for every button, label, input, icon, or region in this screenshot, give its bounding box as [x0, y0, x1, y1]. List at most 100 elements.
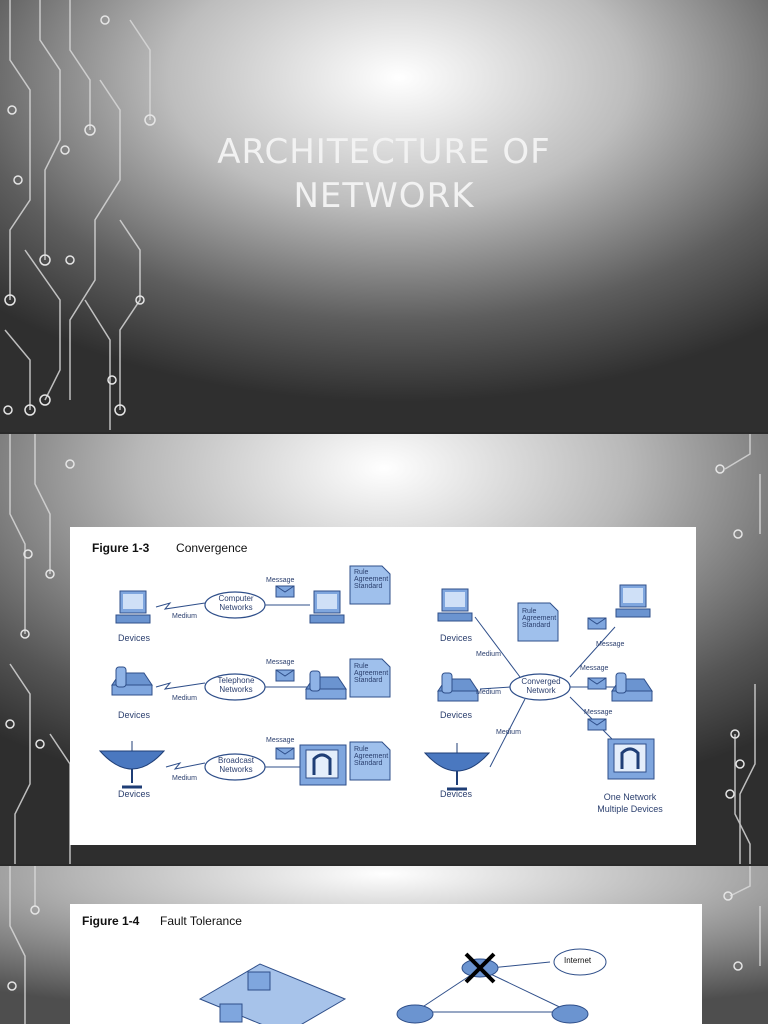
message-label: Message	[266, 577, 295, 584]
rule-document-label: Rule Agreement Standard	[354, 663, 388, 684]
network-label: Broadcast Networks	[211, 756, 261, 774]
computer-icon	[115, 590, 151, 624]
converged-network-label: Converged Network	[516, 677, 566, 695]
medium-label: Medium	[476, 651, 501, 658]
computer-icon	[437, 588, 473, 622]
circuit-decoration-left	[3, 0, 156, 430]
telephone-icon	[111, 666, 153, 696]
convergence-diagram	[98, 565, 656, 791]
router-icon	[551, 1004, 589, 1024]
network-label-line: Telephone	[217, 676, 255, 685]
message-envelope-icon	[275, 585, 295, 598]
figure-number: Figure 1-4	[82, 914, 140, 928]
slide-title: ARCHITECTURE OF NETWORK	[0, 130, 768, 218]
television-icon	[606, 737, 656, 781]
network-label: Computer Networks	[211, 594, 261, 612]
figure-title: Convergence	[176, 541, 248, 555]
rule-doc-line: Rule	[354, 569, 369, 576]
title-line-2: NETWORK	[293, 176, 475, 216]
rule-doc-line: Agreement	[354, 670, 389, 677]
network-label: Telephone Networks	[211, 676, 261, 694]
router-icon	[396, 1004, 434, 1024]
computer-icon	[247, 971, 271, 991]
network-label-line: Network	[526, 686, 556, 695]
caption-line: One Network	[603, 792, 657, 802]
medium-label: Medium	[172, 695, 197, 702]
message-envelope-icon	[587, 677, 607, 690]
circuit-decoration-left	[7, 866, 40, 1024]
fault-tolerance-diagram	[198, 948, 607, 1024]
circuit-decoration-right	[715, 434, 761, 864]
network-label-line: Broadcast	[217, 756, 255, 765]
one-network-caption: One Network Multiple Devices	[590, 791, 670, 815]
left-row-computer	[115, 565, 391, 624]
device-label: Devices	[440, 633, 473, 643]
lan-platform	[198, 963, 347, 1024]
title-slide: ARCHITECTURE OF NETWORK	[0, 0, 768, 432]
figure-title: Fault Tolerance	[160, 914, 242, 928]
medium-label: Medium	[172, 775, 197, 782]
rule-doc-line: Agreement	[354, 753, 389, 760]
figure-number: Figure 1-3	[92, 541, 150, 555]
medium-label: Medium	[476, 689, 501, 696]
device-label: Devices	[118, 710, 151, 720]
computer-icon	[615, 584, 651, 618]
rule-document-label: Rule Agreement Standard	[522, 608, 556, 629]
device-label: Devices	[118, 789, 151, 799]
rule-document-label: Rule Agreement Standard	[354, 569, 388, 590]
message-envelope-icon	[587, 718, 607, 731]
message-label: Message	[596, 641, 625, 648]
device-label: Devices	[440, 710, 473, 720]
rule-doc-line: Standard	[354, 583, 383, 590]
convergence-figure: Figure 1-3 Convergence	[70, 527, 696, 845]
message-label: Message	[584, 709, 613, 716]
message-label: Message	[266, 737, 295, 744]
satellite-dish-icon	[98, 739, 166, 789]
fault-tolerance-figure: Figure 1-4 Fault Tolerance Inter	[70, 904, 702, 1024]
television-icon	[298, 743, 348, 787]
left-row-telephone	[111, 658, 391, 701]
medium-label: Medium	[496, 729, 521, 736]
rule-document-label: Rule Agreement Standard	[354, 746, 388, 767]
message-envelope-icon	[587, 617, 607, 630]
computer-icon	[309, 590, 345, 624]
device-label: Devices	[440, 789, 473, 799]
fault-tolerance-slide: Figure 1-4 Fault Tolerance Inter	[0, 866, 768, 1024]
failure-x-icon	[464, 952, 496, 984]
circuit-decoration-right	[723, 866, 761, 971]
slide-background	[0, 0, 768, 432]
caption-line: Multiple Devices	[597, 804, 663, 814]
device-label: Devices	[118, 633, 151, 643]
rule-doc-line: Standard	[354, 760, 383, 767]
computer-icon	[219, 1003, 243, 1023]
message-envelope-icon	[275, 747, 295, 760]
network-label-line: Converged	[521, 677, 561, 686]
message-label: Message	[266, 659, 295, 666]
rule-doc-line: Rule	[354, 663, 369, 670]
network-label-line: Networks	[219, 685, 253, 694]
convergence-slide: Figure 1-3 Convergence	[0, 434, 768, 864]
rule-doc-line: Agreement	[522, 615, 557, 622]
title-line-1: ARCHITECTURE OF	[217, 132, 551, 172]
telephone-icon	[437, 672, 479, 702]
rule-doc-line: Rule	[522, 608, 537, 615]
rule-doc-line: Standard	[354, 677, 383, 684]
internet-label: Internet	[564, 956, 592, 965]
medium-label: Medium	[172, 613, 197, 620]
network-label-line: Networks	[219, 603, 253, 612]
message-label: Message	[580, 665, 609, 672]
network-label-line: Computer	[218, 594, 254, 603]
rule-doc-line: Rule	[354, 746, 369, 753]
rule-doc-line: Standard	[522, 622, 551, 629]
rule-doc-line: Agreement	[354, 576, 389, 583]
message-envelope-icon	[275, 669, 295, 682]
left-row-broadcast	[98, 739, 391, 789]
telephone-icon	[305, 670, 347, 700]
network-label-line: Networks	[219, 765, 253, 774]
internet-cloud-icon	[553, 948, 607, 976]
right-converged-diagram	[423, 584, 656, 791]
figure-caption: Figure 1-3 Convergence	[92, 541, 247, 555]
telephone-icon	[611, 672, 653, 702]
router-mesh	[396, 948, 607, 1024]
figure-caption: Figure 1-4 Fault Tolerance	[82, 914, 242, 928]
